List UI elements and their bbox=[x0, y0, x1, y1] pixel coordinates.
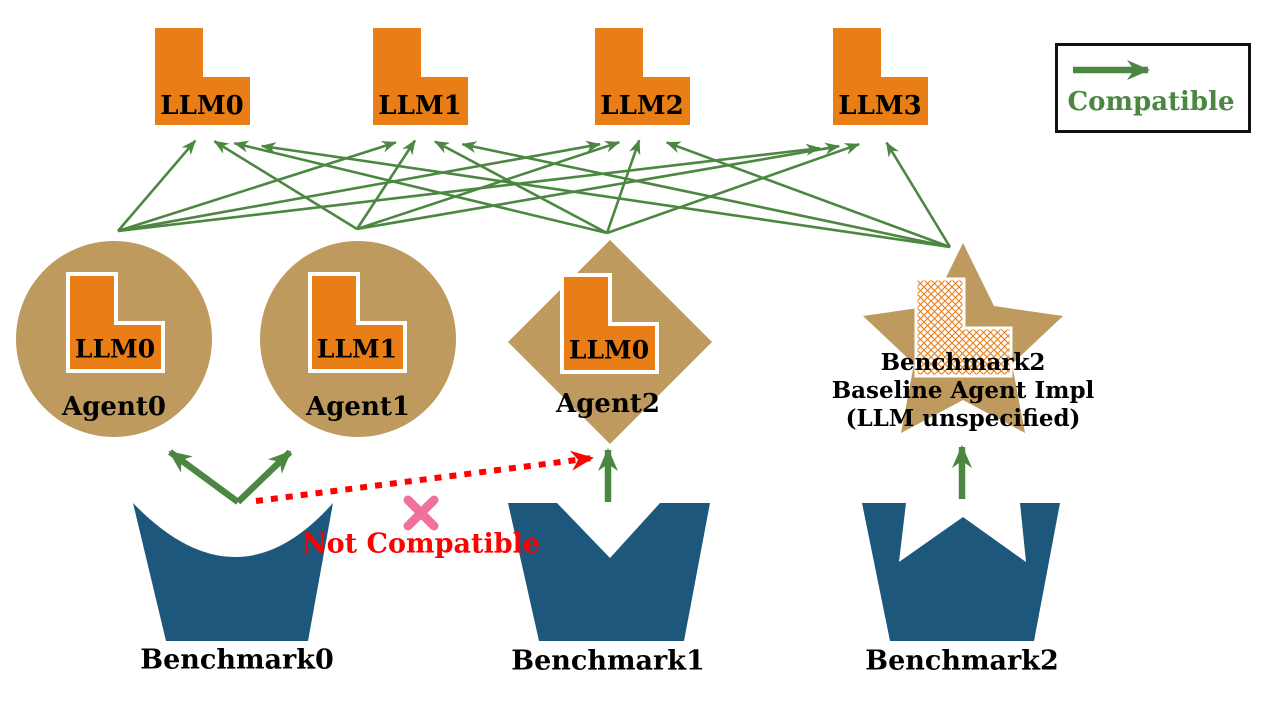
edge-agent2-llm3 bbox=[606, 142, 861, 235]
edge-benchmark0-agent0 bbox=[168, 449, 240, 505]
edge-layer bbox=[117, 139, 972, 505]
edge-agent1-llm0 bbox=[213, 140, 358, 231]
llm3-piece bbox=[833, 28, 928, 125]
edge-agent0-llm1 bbox=[117, 140, 397, 233]
edge-baseline-llm0 bbox=[260, 142, 951, 249]
baseline-llm-piece-hatched bbox=[914, 277, 1013, 378]
benchmark0-label: Benchmark0 bbox=[140, 644, 334, 676]
agent1-llm-piece bbox=[308, 272, 407, 373]
benchmark1-label: Benchmark1 bbox=[511, 645, 705, 677]
not-compatible-x-icon bbox=[403, 495, 439, 531]
agent2-llm-label: LLM0 bbox=[568, 335, 650, 365]
llm3-label: LLM3 bbox=[838, 91, 922, 121]
agent0-llm-label: LLM0 bbox=[74, 334, 156, 364]
llm2-label: LLM2 bbox=[600, 91, 684, 121]
edge-agent2-llm1 bbox=[434, 140, 608, 235]
baseline-agent-label-line2: Baseline Agent Impl bbox=[831, 377, 1095, 404]
llm1-label: LLM1 bbox=[378, 91, 462, 121]
edge-baseline-llm2 bbox=[665, 141, 951, 249]
agent1-name-label: Agent1 bbox=[306, 392, 410, 422]
baseline-agent-label-line1: Benchmark2 bbox=[880, 349, 1046, 376]
benchmark1-shape bbox=[508, 503, 710, 641]
llm1-piece bbox=[373, 28, 468, 125]
edge-benchmark0-agent1 bbox=[235, 449, 293, 505]
agent2-name-label: Agent2 bbox=[556, 389, 660, 419]
benchmark2-shape bbox=[862, 503, 1060, 641]
edge-baseline-llm3 bbox=[885, 141, 952, 248]
agent0-llm-piece bbox=[66, 272, 165, 373]
edge-agent0-llm3 bbox=[117, 143, 821, 233]
agent2-llm-piece bbox=[560, 273, 659, 374]
edge-agent0-llm2 bbox=[117, 140, 602, 233]
agent1-llm-label: LLM1 bbox=[316, 334, 398, 364]
llm2-piece bbox=[595, 28, 690, 125]
llm0-piece bbox=[155, 28, 250, 125]
legend-box bbox=[1055, 43, 1251, 133]
not-compatible-label: Not Compatible bbox=[301, 528, 541, 560]
llm0-label: LLM0 bbox=[160, 91, 244, 121]
benchmark0-shape bbox=[133, 503, 333, 641]
edge-agent2-llm2 bbox=[605, 139, 641, 234]
edge-baseline-llm1 bbox=[461, 141, 951, 249]
edge-agent0-llm0 bbox=[117, 139, 197, 232]
baseline-agent-label: Benchmark2 Baseline Agent Impl (LLM unsp… bbox=[832, 349, 1095, 433]
edge-agent1-llm1 bbox=[355, 139, 417, 230]
edge-benchmark0-agent2-not-compatible bbox=[255, 450, 594, 504]
edge-agent1-llm3 bbox=[356, 142, 841, 231]
edge-agent1-llm2 bbox=[356, 140, 621, 231]
benchmark2-label: Benchmark2 bbox=[865, 645, 1059, 677]
edge-agent2-llm0 bbox=[233, 140, 608, 235]
legend-compatible-label: Compatible bbox=[1067, 87, 1235, 117]
baseline-agent-label-line3: (LLM unspecified) bbox=[845, 405, 1081, 432]
agent0-name-label: Agent0 bbox=[62, 392, 166, 422]
